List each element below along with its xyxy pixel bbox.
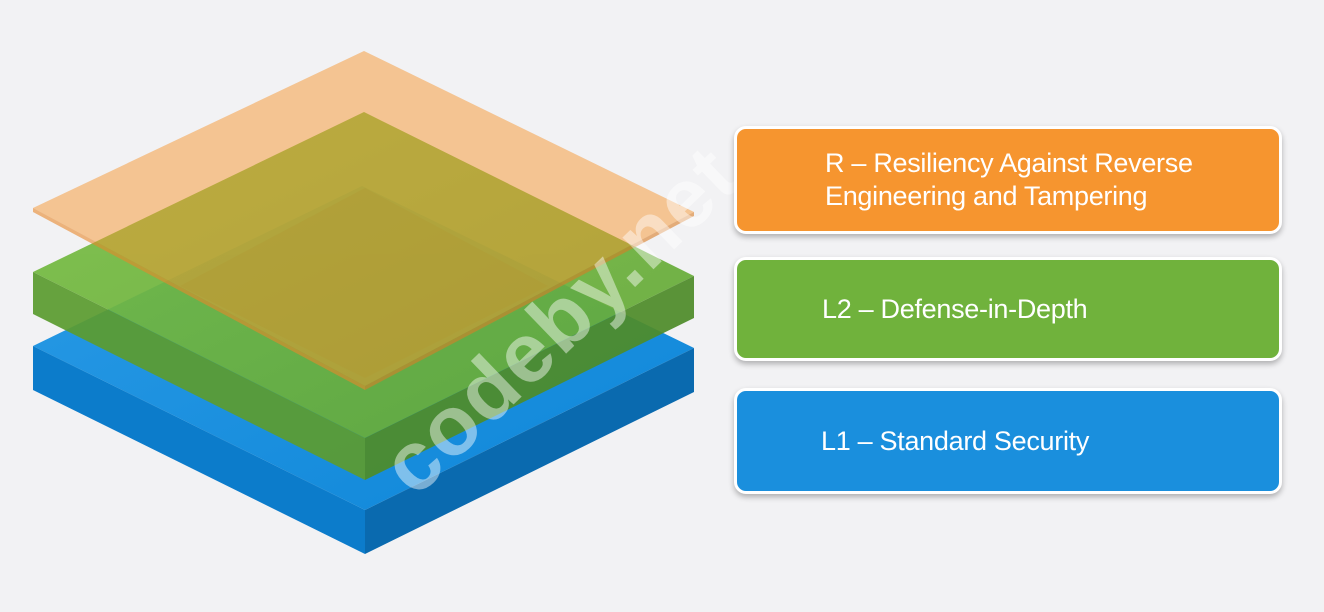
layer-r-right-edge bbox=[365, 212, 694, 390]
legend-label-r: R – Resiliency Against Reverse Engineeri… bbox=[825, 148, 1193, 211]
layer-l2-left-side bbox=[33, 272, 365, 480]
layer-l1-left-side bbox=[33, 346, 365, 554]
legend-box-l1: L1 – Standard Security bbox=[734, 388, 1282, 494]
layer-r-slab bbox=[33, 51, 694, 390]
layer-l2-right-side bbox=[365, 276, 694, 480]
layer-r-top bbox=[33, 51, 694, 386]
layer-l1-right-side bbox=[365, 348, 694, 554]
legend-box-l2: L2 – Defense-in-Depth bbox=[734, 257, 1282, 361]
legend-box-r: R – Resiliency Against Reverse Engineeri… bbox=[734, 126, 1282, 234]
layer-r-left-edge bbox=[33, 208, 365, 390]
legend-label-l1: L1 – Standard Security bbox=[821, 425, 1090, 456]
legend-label-l2: L2 – Defense-in-Depth bbox=[822, 293, 1088, 324]
